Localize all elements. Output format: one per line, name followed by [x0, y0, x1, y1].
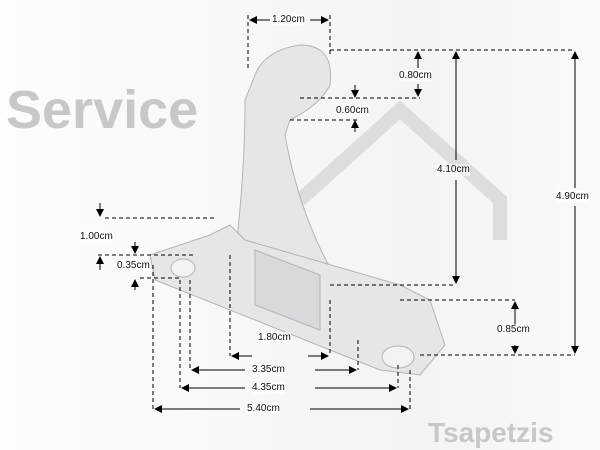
- dim-total-length: 5.40cm: [247, 403, 280, 415]
- dim-left-step: 1.00cm: [80, 231, 113, 243]
- dim-head-height: 0.80cm: [399, 70, 432, 82]
- dim-inner-length: 3.35cm: [252, 364, 285, 376]
- watermark-service: Service: [6, 80, 199, 140]
- plastic-bracket: [149, 44, 446, 376]
- dim-arm-height: 4.10cm: [437, 164, 470, 176]
- dim-base-thickness: 0.35cm: [117, 260, 150, 272]
- dim-total-height: 4.90cm: [556, 191, 589, 203]
- watermark-house-icon: [295, 100, 507, 240]
- dim-top-width: 1.20cm: [272, 14, 305, 26]
- dim-slot-width: 1.80cm: [258, 332, 291, 344]
- dim-hole-spacing: 4.35cm: [252, 382, 285, 394]
- dim-right-step: 0.85cm: [497, 324, 530, 336]
- dim-neck-offset: 0.60cm: [336, 105, 369, 117]
- watermark-name: Tsapetzis: [428, 417, 554, 448]
